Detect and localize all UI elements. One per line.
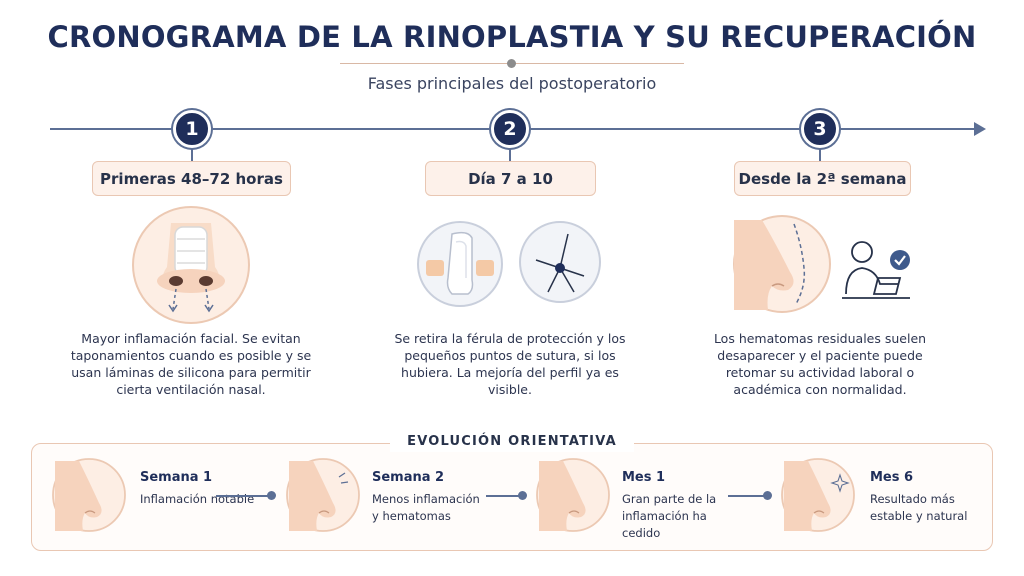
evolution-stage-label-1: Semana 1 bbox=[140, 470, 213, 485]
page-subtitle: Fases principales del postoperatorio bbox=[367, 74, 657, 93]
evolution-connector-dot-3 bbox=[763, 491, 772, 500]
evolution-connector-2 bbox=[486, 495, 522, 497]
person-laptop-icon bbox=[842, 241, 910, 299]
nose-bandage-icon bbox=[132, 206, 250, 324]
phase-label-2: Día 7 a 10 bbox=[425, 161, 596, 196]
timeline-arrow-icon bbox=[974, 122, 986, 136]
step-number-1: 1 bbox=[173, 110, 211, 148]
evolution-stage-description-3: Gran parte de la inflamación ha cedido bbox=[622, 492, 717, 540]
evolution-title: EVOLUCIÓN ORIENTATIVA bbox=[390, 434, 634, 452]
evolution-connector-dot-2 bbox=[518, 491, 527, 500]
title-divider-dot bbox=[507, 59, 516, 68]
evolution-connector-3 bbox=[728, 495, 766, 497]
evolution-stage-label-4: Mes 6 bbox=[870, 470, 914, 485]
face-profile-sparkle-icon bbox=[781, 458, 855, 532]
evolution-stage-description-2: Menos inflamación y hematomas bbox=[372, 492, 480, 523]
page-title: CRONOGRAMA DE LA RINOPLASTIA Y SU RECUPE… bbox=[47, 20, 977, 54]
face-profile-icon bbox=[52, 458, 126, 532]
evolution-stage-label-2: Semana 2 bbox=[372, 470, 445, 485]
face-profile-icon bbox=[286, 458, 360, 532]
evolution-stage-description-1: Inflamación notable bbox=[140, 492, 255, 506]
step-stem-3 bbox=[819, 149, 821, 161]
evolution-stage-label-3: Mes 1 bbox=[622, 470, 666, 485]
phase-label-1: Primeras 48–72 horas bbox=[92, 161, 291, 196]
evolution-connector-1 bbox=[216, 495, 270, 497]
suture-icon bbox=[519, 221, 601, 303]
step-number-2: 2 bbox=[491, 110, 529, 148]
evolution-stage-description-4: Resultado más estable y natural bbox=[870, 492, 968, 523]
evolution-connector-dot-1 bbox=[267, 491, 276, 500]
step-stem-2 bbox=[509, 149, 511, 161]
step-number-3: 3 bbox=[801, 110, 839, 148]
nasal-splint-icon bbox=[417, 221, 503, 307]
nose-profile-icon bbox=[733, 215, 831, 313]
face-profile-icon bbox=[536, 458, 610, 532]
step-stem-1 bbox=[191, 149, 193, 161]
phase-description-2: Se retira la férula de protección y los … bbox=[394, 331, 626, 397]
phase-label-3: Desde la 2ª semana bbox=[734, 161, 911, 196]
phase-description-1: Mayor inflamación facial. Se evitan tapo… bbox=[70, 331, 312, 397]
phase-description-3: Los hematomas residuales suelen desapare… bbox=[713, 331, 927, 397]
